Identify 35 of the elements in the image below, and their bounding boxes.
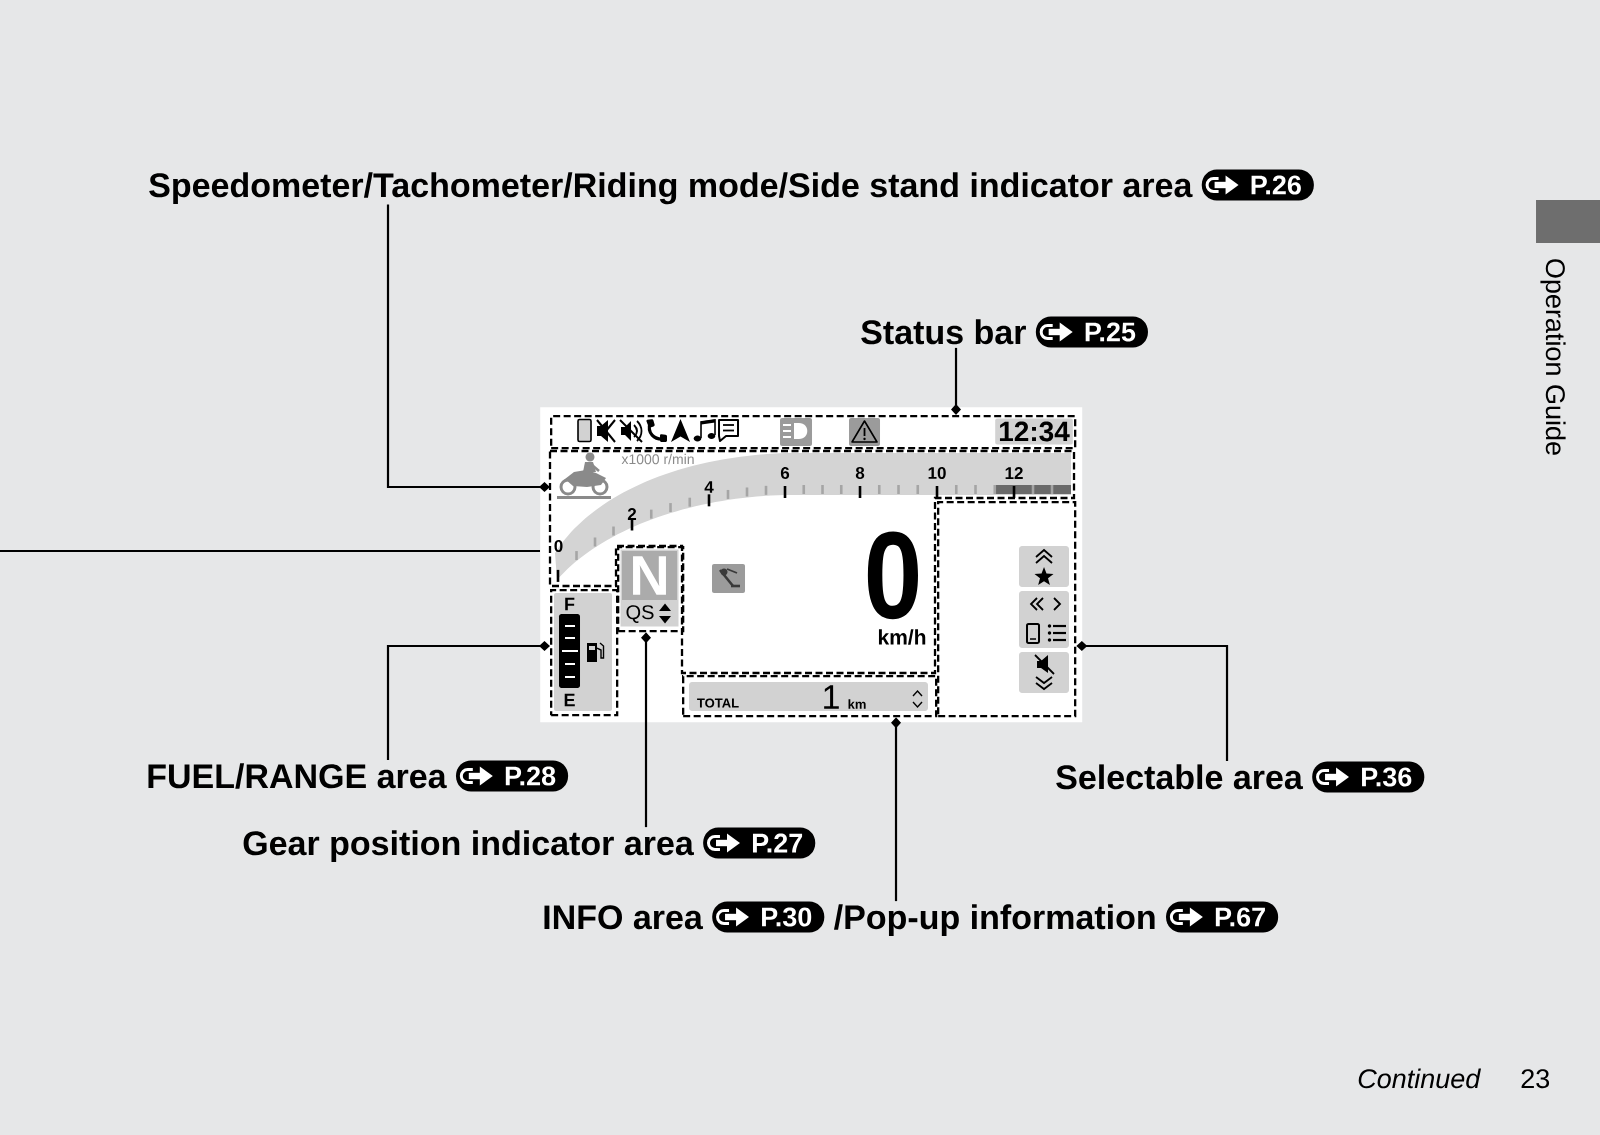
leader-line: [386, 641, 550, 761]
gauge-label: F: [565, 597, 575, 611]
scale-number: 10: [928, 467, 946, 480]
leader-line: [386, 204, 550, 492]
callout-label: Gear position indicator area: [243, 830, 694, 863]
callout-label: Status bar: [861, 319, 1026, 345]
side-heading: Operation Guide: [1540, 259, 1566, 455]
speed-readout: 0: [867, 531, 918, 620]
callout-label: FUEL/RANGE area: [148, 763, 447, 789]
scale-number: 0: [554, 540, 563, 553]
readout-label: TOTAL: [697, 698, 739, 708]
callout-label: Speedometer/Tachometer/Riding mode/Side stand indicator area: [149, 172, 1193, 205]
callout-label: Selectable area: [1056, 764, 1303, 790]
leader-line: [641, 632, 651, 828]
callout-label: INFO area: [544, 905, 703, 930]
unit-label: km/h: [878, 629, 926, 645]
mode-label: QS: [626, 605, 654, 623]
unit-label: km: [848, 699, 866, 709]
callout-label: /Pop-up information: [834, 904, 1155, 937]
continued-note: Continued: [1358, 1068, 1481, 1089]
gear-indicator: N: [622, 551, 677, 600]
scale-number: 8: [855, 467, 865, 480]
leader-line: [1076, 641, 1229, 762]
scale-number: 6: [780, 467, 790, 480]
scale-unit-label: x1000 r/min: [621, 453, 694, 465]
clock-readout: 12:34: [995, 418, 1073, 445]
leader-line: [891, 717, 901, 902]
leader-line: [951, 347, 961, 415]
odometer-value: 1: [824, 685, 839, 709]
scale-number: 2: [627, 508, 637, 520]
scale-number: 4: [704, 481, 714, 493]
gauge-label: E: [564, 693, 575, 707]
scale-number: 12: [1005, 467, 1023, 479]
page-number: 23: [1521, 1069, 1550, 1089]
leader-line: [0, 549, 540, 553]
